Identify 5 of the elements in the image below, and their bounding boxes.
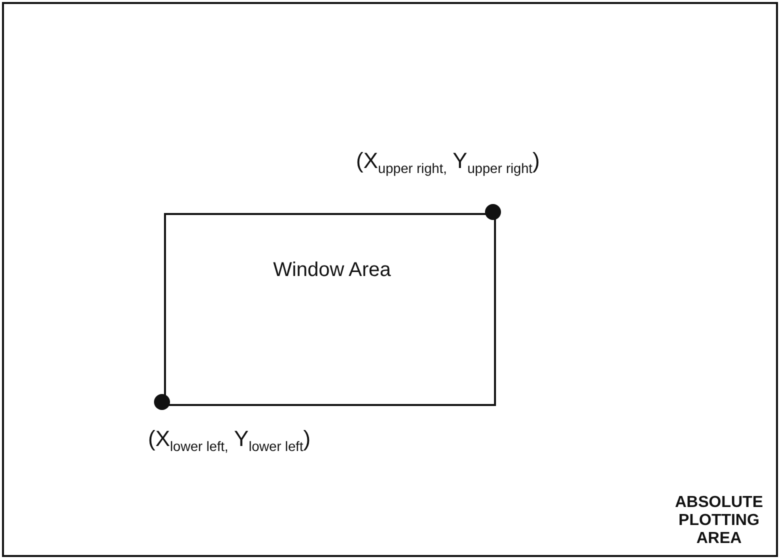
coordinate-label: (X$_{upper right,}$ Y$_{upper right}$) [356,148,540,176]
coordinate-label: (X$_{lower left,}$ Y$_{lower left}$) [148,426,311,454]
window-area-box [164,213,496,406]
area-title: ABSOLUTE PLOTTING AREA [674,494,764,548]
area-label: Window Area [272,259,392,282]
